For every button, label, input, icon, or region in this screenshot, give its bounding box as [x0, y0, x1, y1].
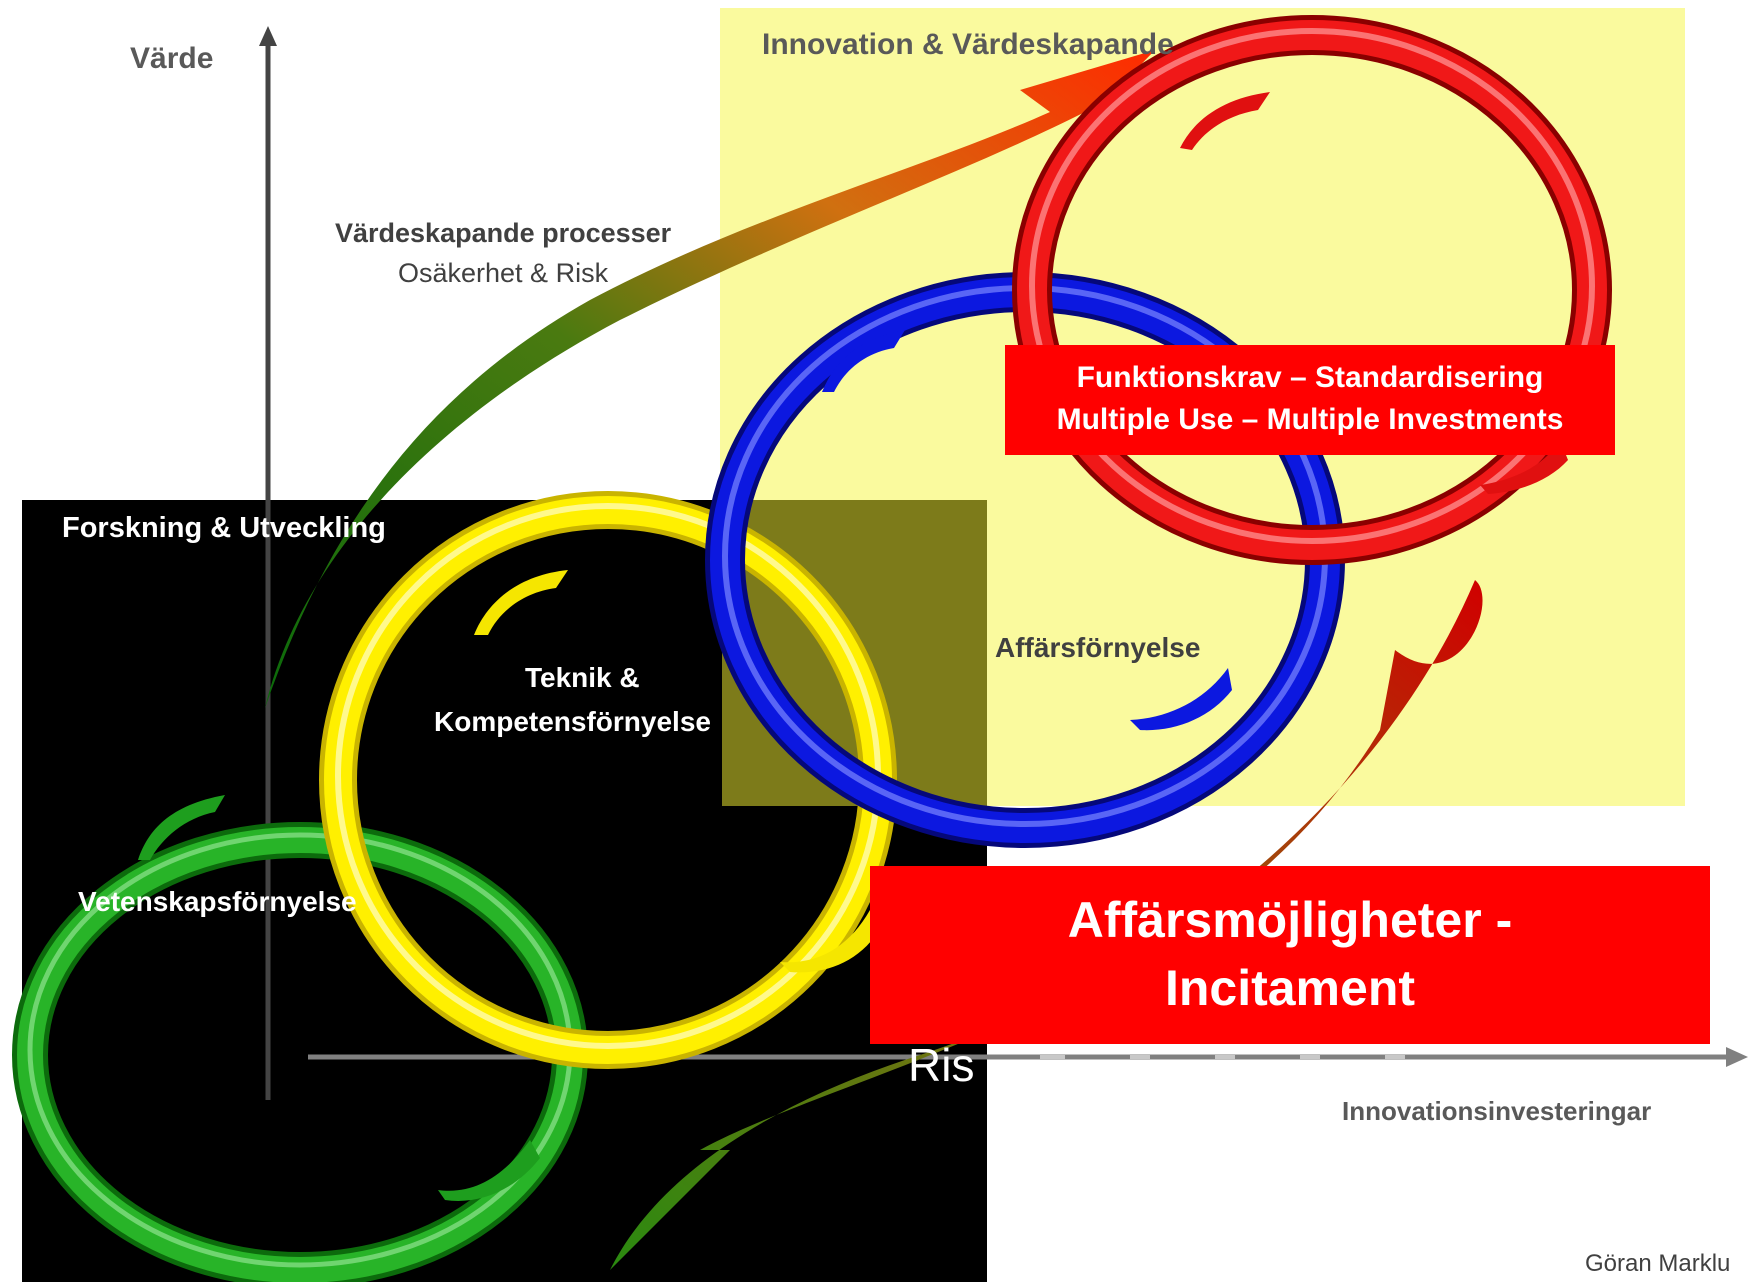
- yellow-curve-arrow-icon: [474, 570, 568, 635]
- process-title: Värdeskapande processer: [335, 218, 672, 248]
- innovation-region-title: Innovation & Värdeskapande: [762, 28, 1174, 61]
- value-axis: [259, 26, 277, 1100]
- green-curve-arrow-icon: [138, 795, 225, 860]
- function-box-line1: Funktionskrav – Standardisering: [1076, 361, 1544, 394]
- investment-axis-label: Innovationsinvesteringar: [1342, 1096, 1652, 1126]
- science-ring-label: Vetenskapsförnyelse: [78, 886, 357, 917]
- value-axis-label: Värde: [130, 42, 214, 75]
- tech-ring-label-line2: Kompetensförnyelse: [434, 706, 711, 737]
- market-ring: [1012, 15, 1612, 565]
- business-ring-label: Affärsförnyelse: [995, 632, 1201, 663]
- blue-curve-arrow-icon: [1130, 668, 1232, 731]
- opportunity-box-line2: Incitament: [1164, 960, 1416, 1016]
- risk-label: Ris: [908, 1039, 975, 1091]
- function-box-line2: Multiple Use – Multiple Investments: [1056, 403, 1564, 436]
- green-curve-arrow-icon: [438, 1140, 540, 1201]
- blue-curve-arrow-icon: [822, 330, 905, 392]
- process-subtitle: Osäkerhet & Risk: [398, 258, 609, 288]
- red-curve-arrow-icon: [1180, 92, 1270, 150]
- value-process-arrow: [265, 50, 1155, 708]
- author-credit: Göran Marklu: [1585, 1250, 1731, 1277]
- tech-ring-label-line1: Teknik &: [525, 662, 640, 693]
- opportunity-box-line1: Affärsmöjligheter -: [1067, 892, 1513, 948]
- function-requirements-box: Funktionskrav – Standardisering Multiple…: [1005, 345, 1615, 455]
- red-curve-arrow-icon: [1480, 440, 1568, 494]
- research-region-title: Forskning & Utveckling: [62, 512, 386, 544]
- yellow-curve-arrow-icon: [780, 910, 878, 973]
- business-opportunity-box: Affärsmöjligheter - Incitament: [870, 866, 1710, 1044]
